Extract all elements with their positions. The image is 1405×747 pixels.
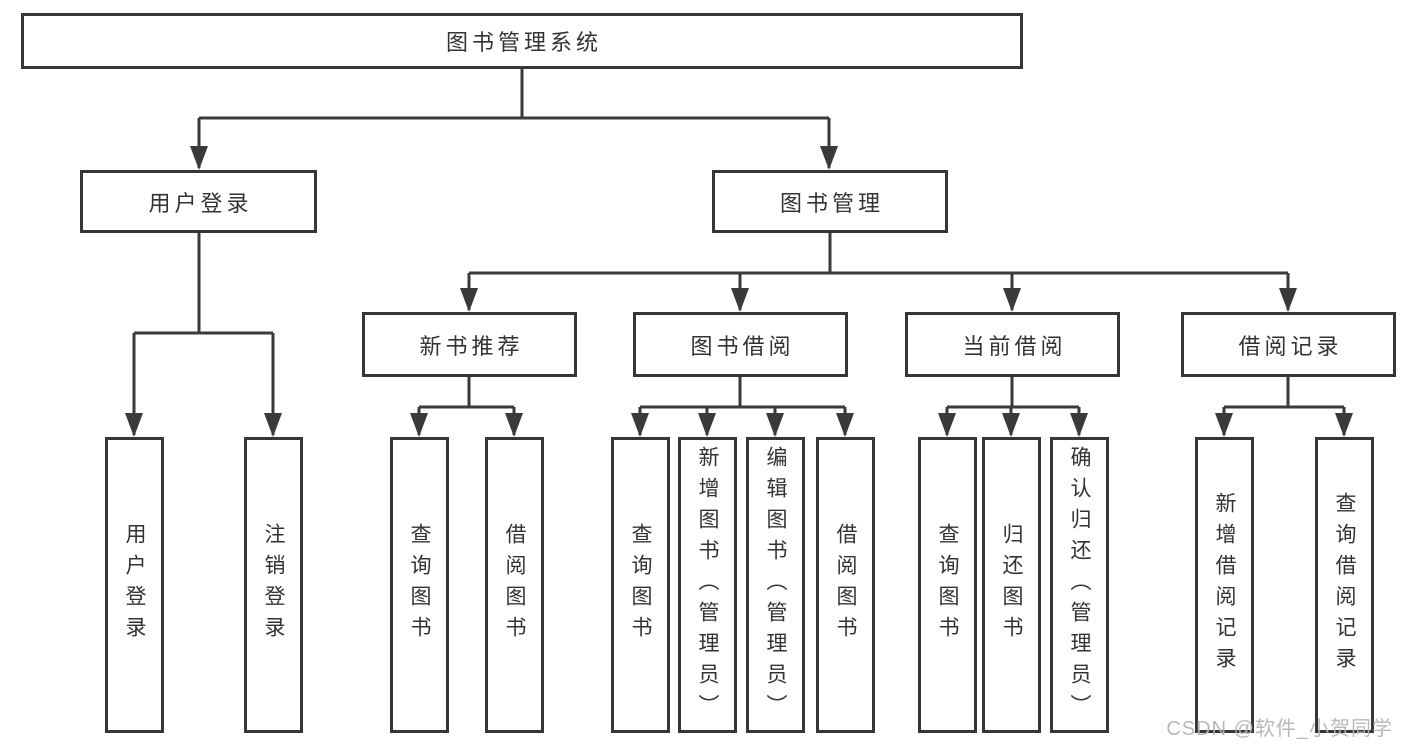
node-leaf-query-books-1: 查询图书 [390, 437, 449, 733]
node-label: 当前借阅 [962, 333, 1067, 359]
node-book-management: 图书管理 [712, 170, 948, 233]
node-leaf-borrow-books-1: 借阅图书 [485, 437, 544, 733]
watermark: CSDN @软件_小贺同学 [1166, 718, 1393, 740]
node-leaf-borrow-books-2: 借阅图书 [816, 437, 875, 733]
node-leaf-return-books: 归还图书 [982, 437, 1041, 733]
node-borrow-records: 借阅记录 [1181, 312, 1396, 377]
node-label: 新增借阅记录 [1213, 492, 1236, 678]
node-leaf-add-books-admin: 新增图书（管理员） [678, 437, 737, 733]
node-library-system: 图书管理系统 [21, 13, 1023, 69]
node-label: 编辑图书（管理员） [764, 445, 787, 725]
node-leaf-confirm-return-admin: 确认归还（管理员） [1050, 437, 1109, 733]
node-label: 确认归还（管理员） [1068, 445, 1091, 725]
node-label: 查询图书 [408, 523, 431, 647]
node-label: 用户登录 [123, 523, 146, 647]
node-new-book-recommend: 新书推荐 [362, 312, 577, 377]
node-leaf-query-books-3: 查询图书 [918, 437, 977, 733]
node-leaf-add-borrow-record: 新增借阅记录 [1195, 437, 1254, 733]
node-label: 借阅记录 [1238, 333, 1343, 359]
node-book-borrow: 图书借阅 [633, 312, 848, 377]
node-label: 借阅图书 [834, 523, 857, 647]
node-leaf-query-books-2: 查询图书 [611, 437, 670, 733]
node-label: 查询借阅记录 [1333, 492, 1356, 678]
node-current-borrow: 当前借阅 [905, 312, 1120, 377]
node-label: 注销登录 [262, 523, 285, 647]
node-label: 查询图书 [936, 523, 959, 647]
node-label: 借阅图书 [503, 523, 526, 647]
node-label: 图书借阅 [690, 333, 795, 359]
node-label: 新书推荐 [419, 333, 524, 359]
node-leaf-logout: 注销登录 [244, 437, 303, 733]
node-label: 查询图书 [629, 523, 652, 647]
node-leaf-query-borrow-record: 查询借阅记录 [1315, 437, 1374, 733]
node-leaf-edit-books-admin: 编辑图书（管理员） [746, 437, 805, 733]
node-label: 用户登录 [148, 190, 253, 216]
node-label: 图书管理系统 [445, 30, 602, 55]
node-label: 新增图书（管理员） [696, 445, 719, 725]
node-label: 图书管理 [779, 190, 884, 216]
node-user-login: 用户登录 [80, 170, 317, 233]
node-leaf-user-login: 用户登录 [105, 437, 164, 733]
node-label: 归还图书 [1000, 523, 1023, 647]
